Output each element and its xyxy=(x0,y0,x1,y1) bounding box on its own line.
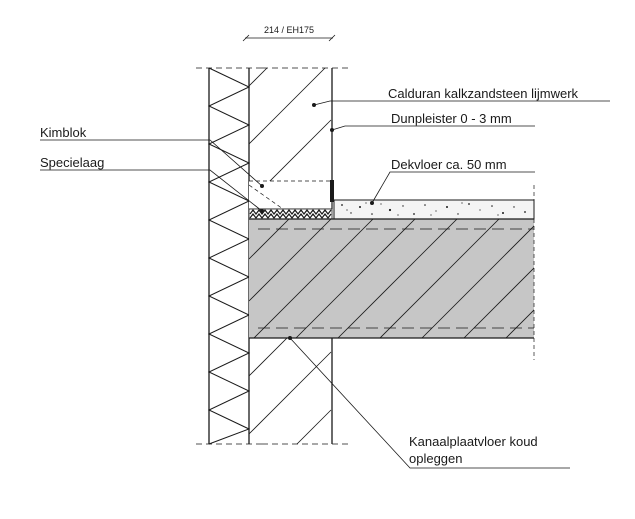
drawing-code-text: 214 / EH175 xyxy=(264,25,314,35)
screed-aggregate xyxy=(341,202,526,216)
thin-plaster-edge xyxy=(330,180,334,202)
label-kimblok: Kimblok xyxy=(40,125,87,140)
slab-hatch xyxy=(249,219,534,338)
label-calduran: Calduran kalkzandsteen lijmwerk xyxy=(388,86,579,101)
label-specielaag: Specielaag xyxy=(40,155,104,170)
hollow-core-slab xyxy=(249,218,535,360)
leader-lines xyxy=(40,100,610,469)
label-dekvloer: Dekvloer ca. 50 mm xyxy=(391,157,507,172)
insulation-zigzag xyxy=(207,67,251,445)
label-kanaalplaat-line1: Kanaalplaatvloer koud xyxy=(409,434,538,449)
label-dunpleister: Dunpleister 0 - 3 mm xyxy=(391,111,512,126)
screed-floor xyxy=(333,185,535,220)
label-kanaalplaat-line2: opleggen xyxy=(409,451,463,466)
drawing-code-tag: 214 / EH175 xyxy=(242,25,336,42)
